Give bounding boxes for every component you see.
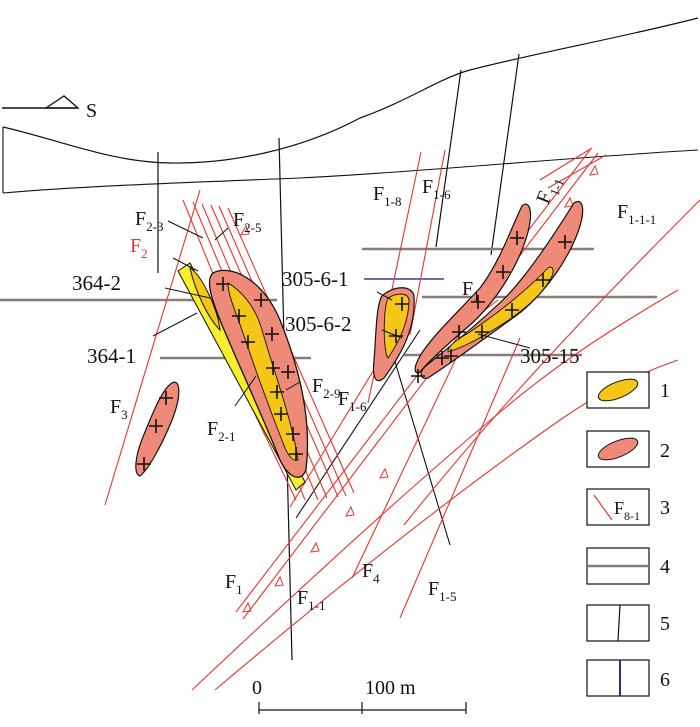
fault-label-f2-3: F2-3 bbox=[135, 208, 163, 234]
legend-number-1: 1 bbox=[660, 380, 670, 402]
topographic-surface-line bbox=[2, 17, 699, 164]
scale-label-end: 100 m bbox=[365, 677, 416, 699]
label-305-6-1: 305-6-1 bbox=[282, 267, 349, 291]
scale-label-start: 0 bbox=[252, 677, 262, 699]
fault-label-f1-bottom: F1 bbox=[225, 571, 243, 597]
legend-symbol-fault bbox=[593, 494, 613, 521]
fault-label-f1-6-low: F1-6 bbox=[338, 388, 367, 414]
drill-trace-mid bbox=[389, 344, 451, 546]
fault-label-f1-1-bottom: F1-1 bbox=[297, 587, 325, 613]
ore-body-f1-core bbox=[447, 266, 554, 353]
fault-label-f3: F3 bbox=[110, 396, 128, 422]
legend-box-3 bbox=[586, 488, 650, 526]
fault-label-f1-1-top: F1-1 bbox=[532, 172, 567, 208]
fault-label-f4: F4 bbox=[362, 560, 380, 586]
direction-arrow bbox=[2, 95, 80, 109]
legend-number-2: 2 bbox=[660, 440, 670, 462]
legend-symbol-shaft bbox=[617, 604, 621, 642]
drill-trace-lower bbox=[295, 329, 421, 519]
fault-label-f1-5: F1-5 bbox=[428, 578, 456, 604]
label-364-2: 364-2 bbox=[72, 271, 121, 295]
legend-number-3: 3 bbox=[660, 497, 670, 519]
label-364-1: 364-1 bbox=[87, 344, 136, 368]
ore-cross-markers bbox=[137, 231, 572, 471]
fault-label-f1-8: F1-8 bbox=[373, 183, 401, 209]
fault-triangle-markers bbox=[240, 164, 599, 613]
shaft-right-1 bbox=[435, 69, 462, 248]
legend-fault-text: F8-1 bbox=[614, 498, 640, 523]
ore-body-f3 bbox=[135, 381, 180, 477]
ore-body-364-2 bbox=[189, 266, 221, 332]
ore-body-f2-main bbox=[208, 269, 309, 478]
fault-label-f2-9: F2-9 bbox=[312, 375, 340, 401]
fault-label-f2: F2 bbox=[130, 235, 148, 261]
ore-body-f1-upper bbox=[414, 203, 532, 374]
ore-body-f1-lower bbox=[420, 201, 584, 379]
scale-bar bbox=[258, 702, 467, 714]
label-305-15: 305-15 bbox=[520, 344, 580, 368]
fault-label-f1-6-top: F1-6 bbox=[422, 176, 451, 202]
topographic-lower-line bbox=[2, 149, 699, 194]
direction-label-s: S bbox=[86, 100, 97, 122]
legend-symbol-ore-yellow bbox=[597, 378, 639, 402]
legend-box-6 bbox=[586, 659, 650, 697]
leader-lines bbox=[152, 220, 531, 407]
legend: 1 2 F8-1 3 4 5 6 bbox=[586, 371, 670, 697]
legend-box-2 bbox=[586, 430, 650, 468]
fault-label-f2-5: F2-5 bbox=[233, 209, 261, 235]
ore-body-305-6-core bbox=[383, 293, 410, 359]
legend-number-5: 5 bbox=[660, 613, 670, 635]
fault-label-f1-1-1: F1-1-1 bbox=[617, 201, 656, 227]
legend-number-6: 6 bbox=[660, 669, 670, 691]
fault-label-f2-1: F2-1 bbox=[207, 418, 235, 444]
fault-label-f1-mid: F1 bbox=[462, 278, 480, 304]
legend-number-4: 4 bbox=[660, 556, 670, 578]
shaft-right-2 bbox=[490, 53, 520, 256]
label-305-6-2: 305-6-2 bbox=[285, 312, 352, 336]
legend-symbol-ore-salmon bbox=[597, 437, 639, 461]
